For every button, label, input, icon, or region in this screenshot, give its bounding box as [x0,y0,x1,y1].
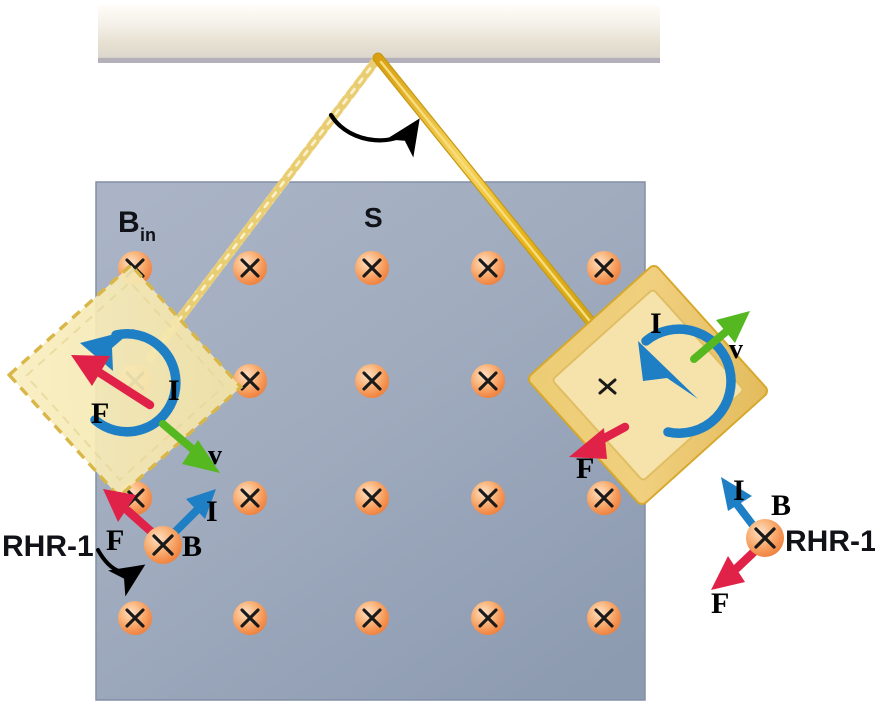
rhr-right-current-arrow [721,477,759,532]
rhr-left-field-label: B [182,530,202,563]
velocity-arrow-right [690,311,750,363]
rhr-right-field-label: B [771,489,791,522]
field-symbol [471,364,505,398]
loop-initial-velocity-label: v [208,440,222,471]
current-arrow-loop-initial [80,329,181,437]
rhr-left [96,489,216,597]
rhr-left-force-label: F [106,524,124,557]
loop-current [528,265,768,505]
field-symbol [471,251,505,285]
rhr-right-force-label: F [711,587,729,620]
loop-initial-current-label: I [168,374,180,407]
field-symbol [355,364,389,398]
field-symbol [355,481,389,515]
field-symbol [233,601,267,635]
field-symbol [471,601,505,635]
rhr-right-field-symbol [746,519,784,557]
rhr-left-field-symbol [144,526,182,564]
field-symbol [587,251,621,285]
field-symbol [233,251,267,285]
surface-label-S: S [364,202,383,233]
force-arrow-loop-current [569,422,630,459]
string-initial [145,53,383,363]
force-arrow-loop-initial [71,355,155,410]
rhr-left-pointer-arrow [96,548,146,597]
swing-direction-arrow [328,112,420,158]
loop-current-velocity-label: v [729,334,743,365]
field-symbol [471,481,505,515]
loop-initial-force-label: F [91,397,109,430]
rhr-right [711,477,784,590]
field-label-B: B [118,206,140,239]
rhr-left-label: RHR-1 [2,530,94,563]
field-label-subscript: in [140,225,156,245]
loop-current-current-label: I [650,307,662,340]
rhr-right-label: RHR-1 [785,525,875,558]
string-current [372,52,621,358]
field-symbol [233,481,267,515]
field-symbol [587,481,621,515]
loop-current-force-label: F [576,452,594,485]
rhr-right-force-arrow [711,544,762,590]
field-symbol [355,601,389,635]
rhr-left-current-label: I [206,495,218,528]
field-symbol [587,601,621,635]
field-symbol [355,251,389,285]
field-symbol [118,601,152,635]
velocity-arrow-left [159,420,220,473]
rhr-right-current-label: I [733,474,745,507]
field-symbol [233,364,267,398]
rhr-left-current-arrow [168,489,216,539]
current-arrow-loop-current [638,324,736,438]
